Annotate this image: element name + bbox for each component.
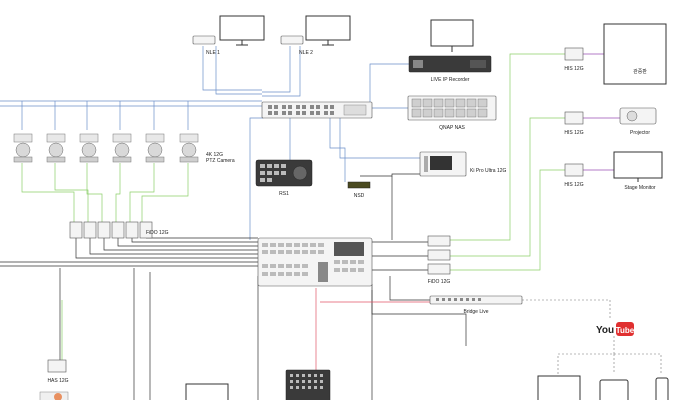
nle1-label: NLE 1	[206, 50, 220, 56]
ptz-label-line1: 4K 12G	[206, 152, 223, 158]
tablet-icon	[599, 379, 629, 400]
kipro-label: Ki Pro Ultra 12G	[470, 168, 507, 174]
has-device: HAS 12G	[39, 359, 69, 400]
youtube-logo: You Tube	[596, 322, 635, 336]
network-switch	[261, 101, 373, 119]
his-1: HIS 12G	[564, 47, 584, 72]
fido-left-group: FiDO 12G	[69, 221, 169, 239]
stage-monitor-label: Stage Monitor	[624, 185, 655, 191]
ptz-label-line2: PTZ Camera	[206, 158, 235, 164]
ptz-camera-5	[145, 133, 165, 163]
his-2: HIS 12G	[564, 111, 584, 136]
bridge-label: Bridge Live	[463, 309, 488, 315]
his2-label: HIS 12G	[564, 130, 583, 136]
nas-label: QNAP NAS	[439, 125, 465, 131]
nle1-monitor: NLE 1	[192, 15, 265, 56]
ptz-camera-2	[46, 133, 66, 163]
his1-label: HIS 12G	[564, 66, 583, 72]
laptop-icon	[537, 375, 581, 400]
ptz-camera-6	[179, 133, 199, 163]
stage-monitor: Stage Monitor	[613, 151, 663, 191]
nsd-label: NSD	[354, 193, 365, 199]
fido-left-label: FiDO 12G	[146, 230, 169, 236]
has-label: HAS 12G	[47, 378, 68, 384]
fido-right-group: FiDO 12G	[427, 235, 451, 285]
audio-mixer	[285, 369, 331, 400]
ptz-camera-4	[112, 133, 132, 163]
nsd-device: NSD	[347, 181, 371, 199]
rs1-label: RS1	[279, 191, 289, 197]
svg-text:Tube: Tube	[616, 326, 635, 335]
qnap-nas: QNAP NAS	[407, 95, 497, 131]
ki-pro-ultra: Ki Pro Ultra 12G	[419, 151, 507, 177]
connection-lines	[0, 46, 662, 400]
production-switcher	[257, 237, 373, 287]
ptz-camera-3	[79, 133, 99, 163]
rs1-controller: RS1	[255, 159, 313, 197]
wall-label: 관중판	[633, 68, 647, 75]
ptz-camera-1	[13, 133, 33, 163]
bottom-monitor	[185, 383, 229, 400]
projector-label: Projector	[630, 130, 650, 136]
nle2-monitor: NLE 2	[280, 15, 351, 56]
live-ip-recorder: LIVE IP Recorder	[408, 19, 492, 83]
bridge-live: Bridge Live	[429, 295, 523, 315]
nle2-label: NLE 2	[299, 50, 313, 56]
his3-label: HIS 12G	[564, 182, 583, 188]
recorder-label: LIVE IP Recorder	[431, 77, 470, 83]
audience-wall: 관중판	[603, 23, 667, 85]
fido-right-label: FiDO 12G	[428, 279, 451, 285]
svg-text:You: You	[596, 325, 614, 336]
projector: Projector	[619, 107, 657, 136]
phone-icon	[655, 377, 669, 400]
his-3: HIS 12G	[564, 163, 584, 188]
